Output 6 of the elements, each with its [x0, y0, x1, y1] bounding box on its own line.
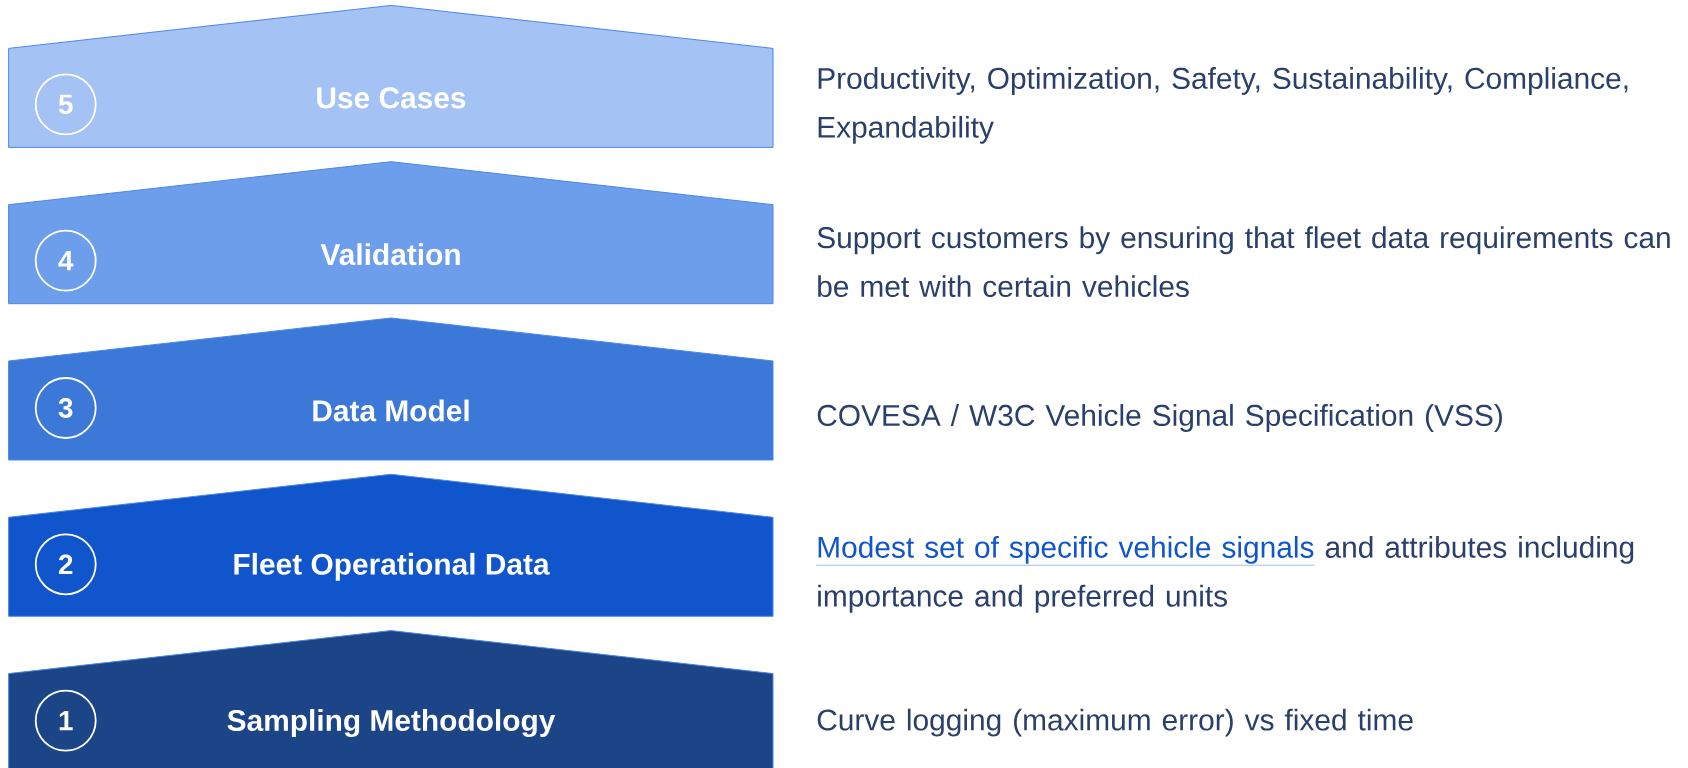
- description-text: Productivity, Optimization, Safety, Sustainability, Compliance, Expandability: [818, 67, 1628, 144]
- description-text: COVESA / W3C Vehicle Signal Specification (VSS): [817, 404, 1502, 432]
- description-text: Curve logging (maximum error) vs fixed time: [817, 708, 1413, 737]
- description-text: Support customers by ensuring that fleet data requirements can be met with certain vehicles: [817, 226, 1670, 298]
- description-text: Modest set of specific vehicle signals and attributes including importance and preferred units: [816, 535, 1634, 613]
- link: Modest set of specific vehicle signals: [816, 535, 1315, 566]
